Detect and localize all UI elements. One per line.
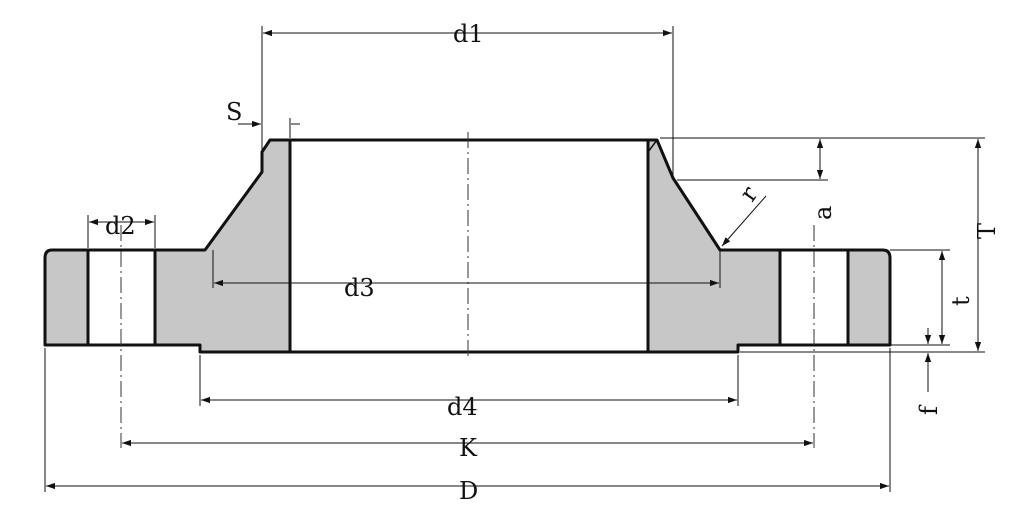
label-a: a [809,206,837,220]
label-d4: d4 [447,393,478,421]
dimension-lines [46,29,982,490]
bore-chamfer-lines [261,139,658,153]
extension-lines [44,26,985,492]
label-d: D [459,477,478,505]
flange-outline [43,138,892,354]
label-k: K [459,434,478,462]
center-lines [120,132,815,448]
label-d2: d2 [105,212,136,240]
right-section-hatch [648,140,890,352]
label-d1: d1 [453,20,484,48]
label-d3: d3 [344,274,375,302]
label-f: f [915,404,943,415]
left-section-hatch [45,140,290,352]
r-leader-line [721,195,767,247]
label-t: t [947,296,975,306]
label-T: T [973,223,1001,239]
label-s: S [226,98,242,126]
label-r: r [734,181,764,207]
